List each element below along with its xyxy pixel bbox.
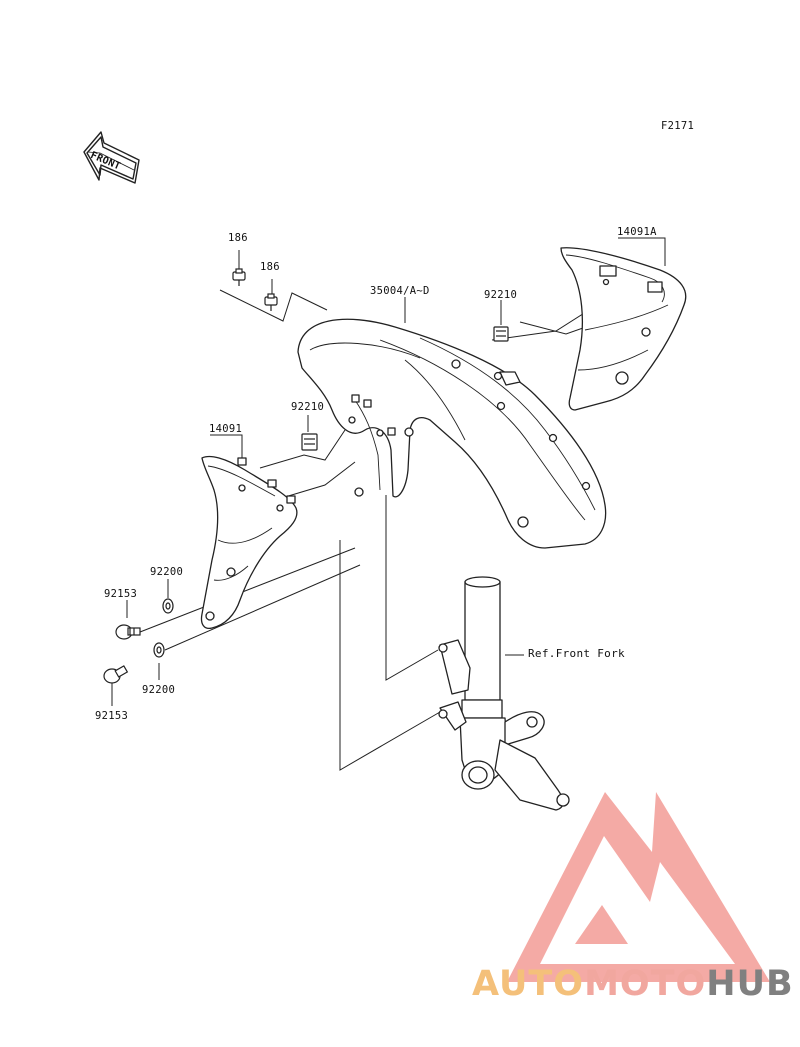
washer-92200-upper-icon <box>162 598 174 614</box>
washer-92200-lower-icon <box>153 642 165 658</box>
watermark-auto: AUTO <box>472 964 585 1004</box>
part-label-92153-upper: 92153 <box>104 588 138 600</box>
part-label-35004: 35004/A~D <box>370 285 430 297</box>
front-direction-arrow-icon <box>83 131 140 184</box>
figure-code: F2171 <box>661 120 695 132</box>
part-label-92210-right: 92210 <box>484 289 518 301</box>
front-fork-reference-label: Ref.Front Fork <box>528 647 625 660</box>
watermark-moto: MOTO <box>584 964 707 1004</box>
part-label-186-b: 186 <box>260 261 280 273</box>
cover-right-14091a-icon <box>560 247 687 411</box>
clip-nut-92210-left-icon <box>301 433 318 451</box>
part-label-92200-lower: 92200 <box>142 684 176 696</box>
watermark-logo-icon <box>507 792 770 982</box>
bolt-186-second-icon <box>264 293 278 311</box>
watermark-brand-text: AUTOMOTOHUB <box>472 964 794 1004</box>
bolt-92153-upper-icon <box>115 624 141 640</box>
part-label-14091: 14091 <box>209 423 243 435</box>
part-label-186-a: 186 <box>228 232 248 244</box>
part-label-92200-upper: 92200 <box>150 566 184 578</box>
front-fender-icon <box>297 318 607 549</box>
bolt-92153-lower-icon <box>103 665 129 684</box>
part-label-14091a: 14091A <box>617 226 657 238</box>
bolt-186-icon <box>232 268 246 286</box>
watermark-hub: HUB <box>706 964 794 1004</box>
part-label-92210-left: 92210 <box>291 401 325 413</box>
part-label-92153-lower: 92153 <box>95 710 129 722</box>
clip-nut-92210-right-icon <box>493 326 509 342</box>
front-fork-reference-icon <box>438 576 570 811</box>
cover-left-14091-icon <box>200 455 298 630</box>
